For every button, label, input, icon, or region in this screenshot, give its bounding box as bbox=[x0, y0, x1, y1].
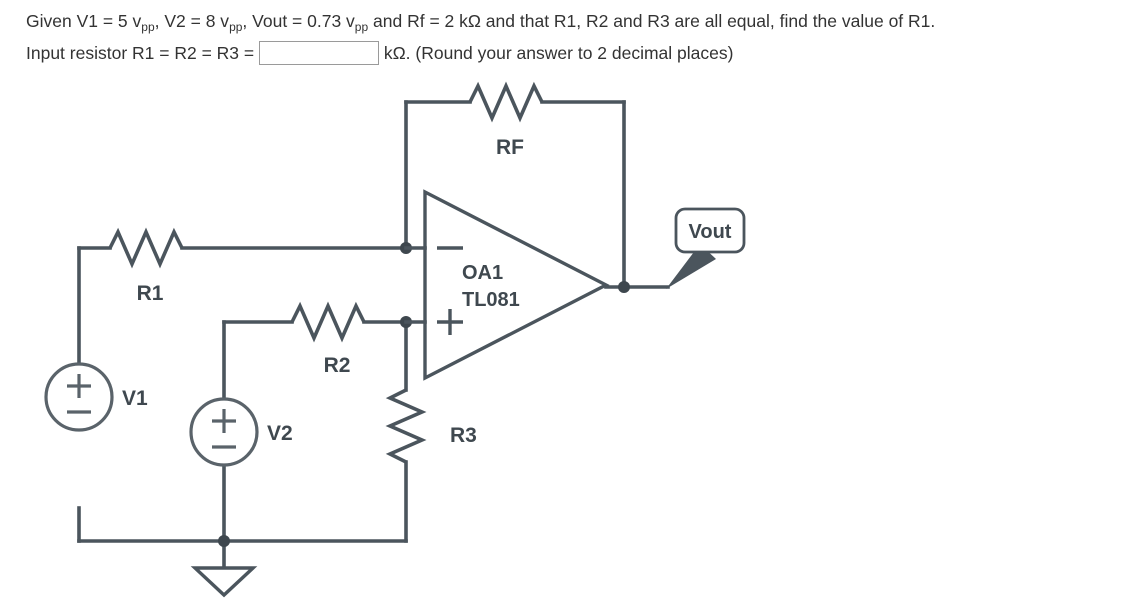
question-line1-seg3: , Vout = 0.73 v bbox=[242, 11, 355, 31]
opamp-part-label: TL081 bbox=[462, 289, 520, 311]
r1-label: R1 bbox=[137, 282, 164, 305]
v1-label: V1 bbox=[122, 387, 148, 410]
r2-label: R2 bbox=[324, 354, 351, 377]
rf-resistor-symbol bbox=[468, 81, 544, 123]
ground-junction-dot bbox=[218, 535, 230, 547]
r3-label: R3 bbox=[450, 424, 477, 447]
ground-symbol bbox=[190, 566, 258, 598]
vout-callout-pointer bbox=[666, 244, 716, 289]
r2-resistor-symbol bbox=[290, 301, 366, 343]
question-line1-seg1: Given V1 = 5 v bbox=[26, 11, 142, 31]
answer-input[interactable] bbox=[258, 41, 379, 66]
question-block: Given V1 = 5 vpp, V2 = 8 vpp, Vout = 0.7… bbox=[26, 6, 1126, 68]
r3-resistor-symbol bbox=[385, 388, 427, 464]
vpp-subscript-2: pp bbox=[229, 20, 243, 34]
opamp-noninverting-sign-icon bbox=[437, 309, 463, 335]
vpp-subscript-1: pp bbox=[141, 20, 155, 34]
vpp-subscript-3: pp bbox=[354, 20, 369, 34]
vout-callout-box[interactable] bbox=[674, 207, 746, 254]
opamp-symbol bbox=[423, 189, 610, 381]
question-line1-seg4: and Rf = 2 kΩ and that R1, R2 and R3 are… bbox=[368, 11, 936, 31]
question-line-2: Input resistor R1 = R2 = R3 = kΩ. (Round… bbox=[26, 38, 1126, 68]
r1-resistor-symbol bbox=[108, 227, 184, 269]
opamp-name-label: OA1 bbox=[462, 262, 503, 284]
vout-callout-label: Vout bbox=[689, 221, 732, 243]
output-node-dot bbox=[618, 281, 630, 293]
question-line1-seg2: , V2 = 8 v bbox=[154, 11, 230, 31]
v2-label: V2 bbox=[267, 422, 293, 445]
circuit-diagram: RF R1 R2 R3 V1 V2 OA1 TL081 bbox=[0, 78, 1132, 613]
answer-suffix-label: kΩ. (Round your answer to 2 decimal plac… bbox=[378, 43, 734, 63]
rf-label: RF bbox=[496, 136, 524, 159]
question-line-1: Given V1 = 5 vpp, V2 = 8 vpp, Vout = 0.7… bbox=[26, 6, 1126, 38]
v1-plus-sign bbox=[67, 374, 91, 398]
v2-plus-sign bbox=[212, 409, 236, 433]
answer-prefix-label: Input resistor R1 = R2 = R3 = bbox=[26, 43, 259, 63]
